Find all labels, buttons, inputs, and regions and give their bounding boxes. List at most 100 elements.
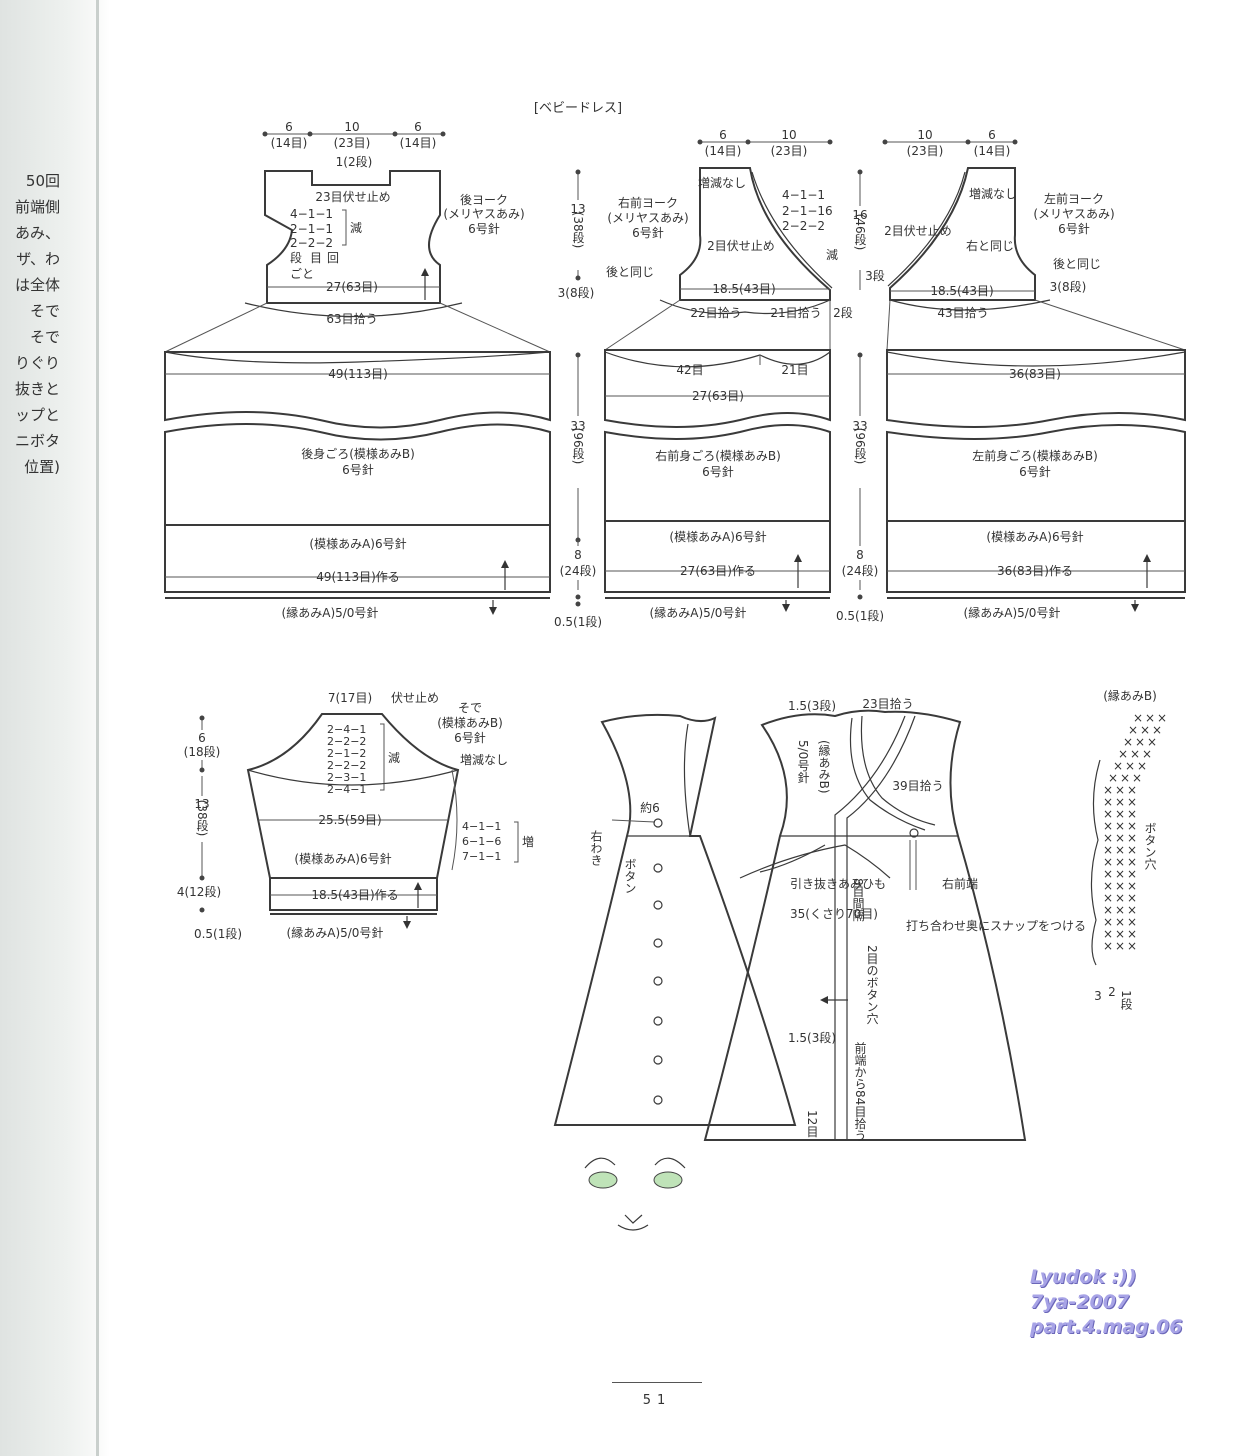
back-dec-row: 2−2−2 [290, 236, 333, 250]
scale-yoke-cm: 13 [570, 202, 585, 216]
lf-yoke-needle: 6号針 [1058, 221, 1090, 236]
margin-line: 抜きと [14, 380, 60, 398]
center-vertical-scale: 13 (38段) 3(8段) 33 (96段) 8 (24段) 0.5(1段) [554, 169, 602, 629]
lf-gathering-curve [886, 351, 1186, 367]
back-body-width: 49(113目) [328, 367, 388, 381]
chart-b-stitch: × [1127, 879, 1137, 893]
assembled-back-view: 約6 右わき ボタン [553, 713, 797, 1126]
cat-eye-right [653, 1171, 683, 1189]
rf-pickup-right: 21目拾う [770, 305, 821, 320]
rscale-border-rows: (24段) [842, 563, 879, 578]
scale-label-bg [848, 416, 872, 488]
sleeve-dec-row: 2−4−1 [327, 723, 366, 736]
lf-body-name: 左前身ごろ(模様あみB) [972, 448, 1098, 463]
sleeve-cap-cm: 6 [198, 731, 206, 745]
sleeve-inc-bracket [514, 821, 519, 863]
margin-line: 位置) [24, 458, 60, 476]
dim-dot [575, 594, 581, 600]
scale-label-bg [190, 796, 214, 842]
rscale-yoke-cm: 16 [852, 208, 867, 222]
rf-edging: (縁あみA)5/0号針 [650, 605, 747, 620]
rf-rows-2: 2段 [833, 305, 853, 320]
back-dim-left-cm: 6 [285, 120, 293, 134]
back-view-button-label: ボタン [623, 858, 637, 894]
rscale-rows-3: 3段 [865, 268, 885, 283]
rf-body-lower-section [604, 424, 831, 593]
front-view-spacing: 8目間隔 [851, 878, 865, 922]
lf-armhole: 3(8段) [1050, 279, 1087, 294]
back-yoke-stitch: (メリヤスあみ) [443, 207, 524, 221]
chart-b-row-2: 2 [1108, 985, 1116, 999]
chart-b-stitch: × [1115, 807, 1125, 821]
back-yoke-outline [264, 170, 441, 304]
rscale-body-rows: (96段) [853, 428, 867, 465]
scale-armhole: 3(8段) [558, 285, 595, 300]
rf-cast-on: 27(63目)作る [680, 564, 756, 578]
lf-flare-right [1034, 299, 1186, 351]
chart-b-stitch: × [1123, 735, 1133, 749]
chart-b-stitch: × [1103, 879, 1113, 893]
front-view-tie-end [759, 844, 826, 873]
chart-b-stitch: × [1103, 915, 1113, 929]
sleeve-inc-curve [451, 769, 458, 871]
dim-dot [965, 139, 971, 145]
cat-face-doodle [584, 1157, 686, 1231]
margin-line: ザ、わ [16, 250, 60, 268]
back-dec-header-rows: 段 [290, 250, 302, 265]
back-gathering-curve [164, 351, 551, 364]
sleeve-needle: 6号針 [454, 730, 486, 745]
watermark: Lyudok :)) 7ya-2007 part.4.mag.06 [1030, 1265, 1182, 1340]
lf-border-a: (模様あみA)6号針 [986, 529, 1083, 544]
dim-dot [307, 131, 313, 137]
button-dot [653, 976, 663, 986]
cat-nose [624, 1214, 643, 1224]
sleeve-name: そで [458, 701, 482, 715]
back-dec-row: 2−1−1 [290, 222, 333, 236]
scale-label-bg [836, 546, 884, 580]
rf-no-change: 増減なし [698, 175, 746, 190]
back-yoke-width: 27(63目) [326, 280, 378, 294]
chart-b-stitch: × [1127, 891, 1137, 905]
sleeve-top: 7(17目) [328, 691, 372, 705]
lf-edging: (縁あみA)5/0号針 [964, 605, 1061, 620]
rf-flare-left [604, 299, 681, 351]
lf-yoke-width: 18.5(43目) [930, 284, 993, 298]
dim-dot [697, 139, 703, 145]
chart-b-stitch: × [1127, 795, 1137, 809]
chart-b-stitch: × [1115, 795, 1125, 809]
front-view-front-pickup: 前端から84目拾う [853, 1041, 867, 1142]
sleeve-inc-label: 増 [522, 835, 534, 849]
front-view-right-front-edge: 右前端 [942, 876, 978, 891]
rf-yoke-needle: 6号針 [632, 225, 664, 240]
rf-body-top-section [604, 349, 831, 428]
back-yoke-needle: 6号針 [468, 221, 500, 236]
chart-b-stitch: × [1115, 891, 1125, 905]
sleeve-dec-row: 2−1−2 [327, 747, 366, 760]
lf-pickup: 43目拾う [937, 305, 988, 320]
chart-b-stitch: × [1103, 795, 1113, 809]
rf-dim-left-st: (14目) [705, 144, 742, 158]
back-up-arrowhead [501, 560, 509, 568]
rf-dec-row: 4−1−1 [782, 188, 825, 202]
button-dot [653, 938, 663, 948]
chart-b-stitch: × [1127, 855, 1137, 869]
scale-yoke-rows: (38段) [571, 212, 585, 249]
chart-b-row-1: 1段 [1119, 990, 1133, 1010]
front-view-front-rows: 1.5(3段) [788, 1030, 836, 1045]
rf-dec-label: 減 [826, 247, 838, 262]
chart-b-stitch: × [1127, 939, 1137, 953]
dim-dot [440, 131, 446, 137]
dim-dot [575, 601, 581, 607]
sleeve-cast-on: 18.5(43目)作る [311, 888, 398, 902]
back-piece: 6 (14目) 10 (23目) 6 (14目) 1(2段) 23目伏せ止め 後… [164, 120, 551, 620]
chart-b-buttonhole: ボタン穴 [1143, 822, 1157, 870]
button-dot [653, 1016, 663, 1026]
lf-same-as-right: 右と同じ [966, 238, 1014, 253]
dim-dot [745, 139, 751, 145]
front-view-tie-label: 引き抜きあみひも [790, 877, 886, 891]
dim-dot [857, 169, 863, 175]
back-dim-right-st: (14目) [400, 136, 437, 150]
back-body-lower-section [164, 423, 551, 593]
rscale-edge: 0.5(1段) [836, 608, 884, 623]
margin-line: 50回 [25, 172, 60, 190]
